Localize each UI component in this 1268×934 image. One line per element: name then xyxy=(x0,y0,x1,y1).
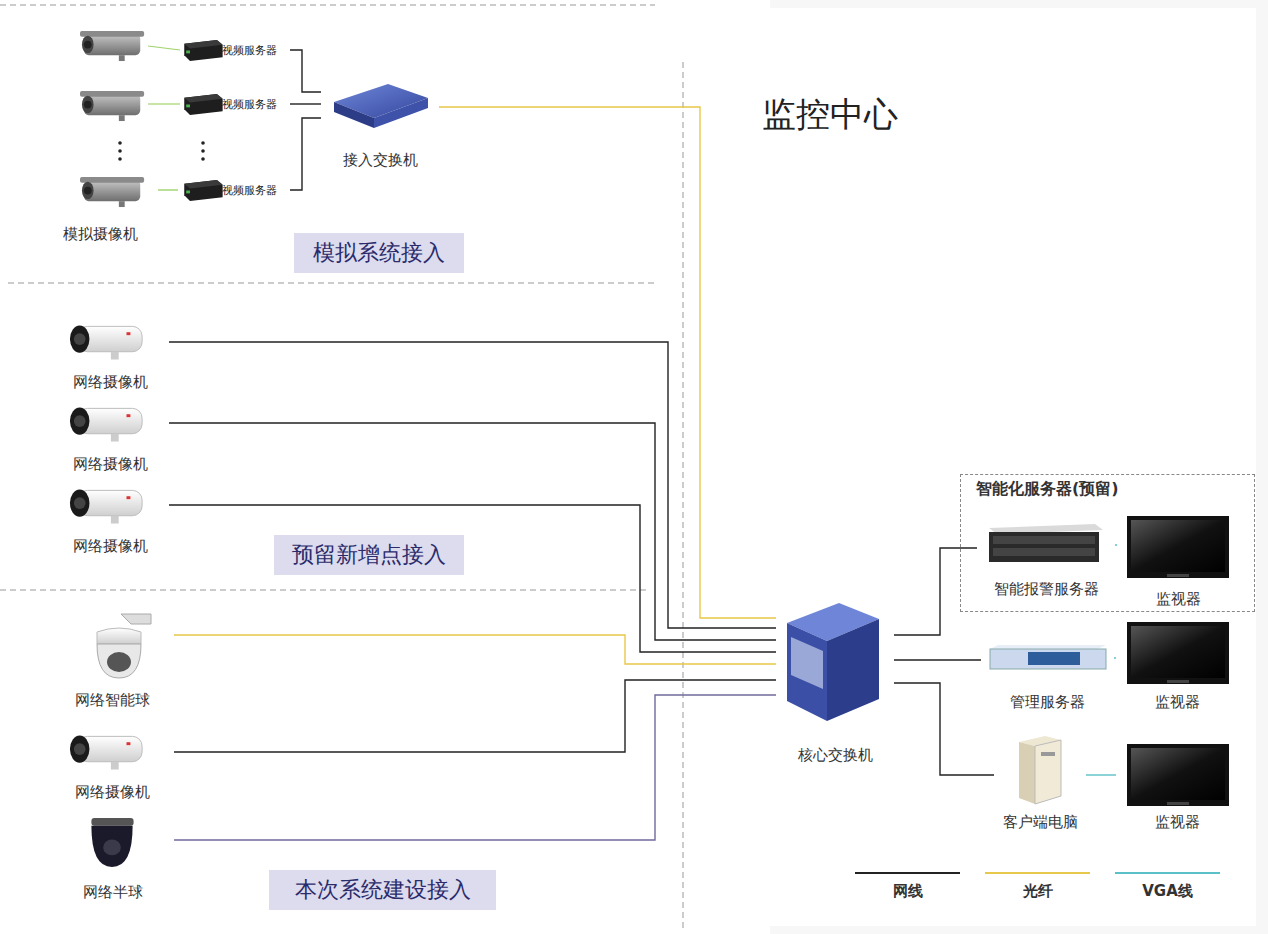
pc-icon xyxy=(1019,736,1061,804)
server-group: 智能化服务器(预留) 智能报警服务器监视器 xyxy=(960,474,1255,612)
connector xyxy=(894,548,977,635)
video-server-icon xyxy=(184,40,222,61)
device-label: 监视器 xyxy=(1117,590,1240,609)
panel-ground xyxy=(770,0,1268,934)
core-switch: 核心交换机 xyxy=(776,595,894,765)
monitor: 监视器 xyxy=(1116,620,1239,712)
speed-dome: 网络智能球 xyxy=(51,608,174,710)
section-band: 预留新增点接入 xyxy=(274,535,464,575)
network-camera-icon xyxy=(70,489,142,523)
connector xyxy=(169,342,776,628)
legend-text: 网线 xyxy=(855,882,960,901)
device-label: 管理服务器 xyxy=(981,693,1114,712)
connector xyxy=(174,695,776,840)
connector xyxy=(174,635,776,664)
group-heading: 智能化服务器(预留) xyxy=(973,479,1122,500)
analog-camera xyxy=(80,91,144,121)
video-server: 视频服务器 xyxy=(178,178,290,202)
connector xyxy=(1114,657,1116,658)
connector xyxy=(894,683,994,775)
analog-camera xyxy=(80,31,144,61)
section-band: 模拟系统接入 xyxy=(294,233,464,273)
center-title: 监控中心 xyxy=(762,92,898,138)
device-label: 智能报警服务器 xyxy=(977,580,1115,599)
network-camera: 网络摄像机 xyxy=(51,400,169,474)
legend-text: 光纤 xyxy=(985,882,1090,901)
management-server: 管理服务器 xyxy=(981,640,1114,712)
network-camera-icon xyxy=(70,325,142,359)
connector xyxy=(1115,544,1117,545)
access-switch-icon xyxy=(334,84,428,128)
monitor-icon xyxy=(1127,744,1229,806)
network-camera-icon xyxy=(70,735,142,769)
analog-camera xyxy=(80,177,144,207)
video-server: 视频服务器 xyxy=(178,92,290,116)
monitor: 监视器 xyxy=(1117,515,1240,609)
management-server-icon xyxy=(990,645,1106,669)
camera-wire xyxy=(148,46,180,50)
section-title: 本次系统建设接入 xyxy=(269,875,496,905)
ellipsis-dots xyxy=(118,141,205,161)
legend-sample xyxy=(855,872,960,874)
video-server-icon xyxy=(184,180,222,201)
mini-dome: 网络半球 xyxy=(51,814,174,902)
device-label: 监视器 xyxy=(1116,693,1239,712)
connector xyxy=(174,680,776,752)
device-label: 网络半球 xyxy=(51,883,174,902)
connector xyxy=(439,107,776,618)
connector xyxy=(1086,774,1116,775)
analog-camera: 模拟摄像机 xyxy=(42,172,158,244)
device-label: 模拟摄像机 xyxy=(42,225,158,244)
section-divider xyxy=(0,5,683,930)
device-label: 接入交换机 xyxy=(321,151,439,170)
monitor: 监视器 xyxy=(1116,742,1239,832)
device-label: 监视器 xyxy=(1116,813,1239,832)
network-camera: 网络摄像机 xyxy=(51,482,169,556)
device-label: 视频服务器 xyxy=(222,97,277,112)
alarm-server: 智能报警服务器 xyxy=(977,519,1115,599)
connector xyxy=(158,189,178,190)
network-camera: 网络摄像机 xyxy=(51,318,169,392)
connector xyxy=(290,118,321,190)
speed-dome-icon xyxy=(97,614,151,678)
core-switch-icon xyxy=(787,603,879,721)
device-label: 客户端电脑 xyxy=(994,813,1086,832)
connector xyxy=(290,50,321,92)
network-camera-icon xyxy=(70,407,142,441)
section-band: 本次系统建设接入 xyxy=(269,870,496,910)
access-switch: 接入交换机 xyxy=(321,80,439,170)
video-server: 视频服务器 xyxy=(178,38,290,62)
device-label: 网络摄像机 xyxy=(51,783,174,802)
mini-dome-icon xyxy=(91,818,133,867)
camera-wire xyxy=(148,103,180,104)
monitor-icon xyxy=(1127,516,1229,578)
legend-sample xyxy=(1115,872,1220,874)
device-label: 核心交换机 xyxy=(776,746,894,765)
device-label: 网络智能球 xyxy=(51,691,174,710)
device-label: 网络摄像机 xyxy=(51,455,169,474)
device-label: 网络摄像机 xyxy=(51,373,169,392)
section-title: 预留新增点接入 xyxy=(274,540,464,570)
section-title: 模拟系统接入 xyxy=(294,238,464,268)
device-label: 视频服务器 xyxy=(222,183,277,198)
connector xyxy=(169,505,776,652)
legend-sample xyxy=(985,872,1090,874)
panel-ground xyxy=(770,8,1256,926)
connector xyxy=(894,659,981,660)
monitor-icon xyxy=(1127,622,1229,684)
network-camera: 网络摄像机 xyxy=(51,728,174,802)
connector xyxy=(169,423,776,640)
device-label: 网络摄像机 xyxy=(51,537,169,556)
connector xyxy=(290,103,321,104)
rack-server-icon xyxy=(989,524,1103,562)
legend-text: VGA线 xyxy=(1115,882,1220,901)
video-server-icon xyxy=(184,94,222,115)
client-pc: 客户端电脑 xyxy=(994,732,1086,832)
device-label: 视频服务器 xyxy=(222,43,277,58)
